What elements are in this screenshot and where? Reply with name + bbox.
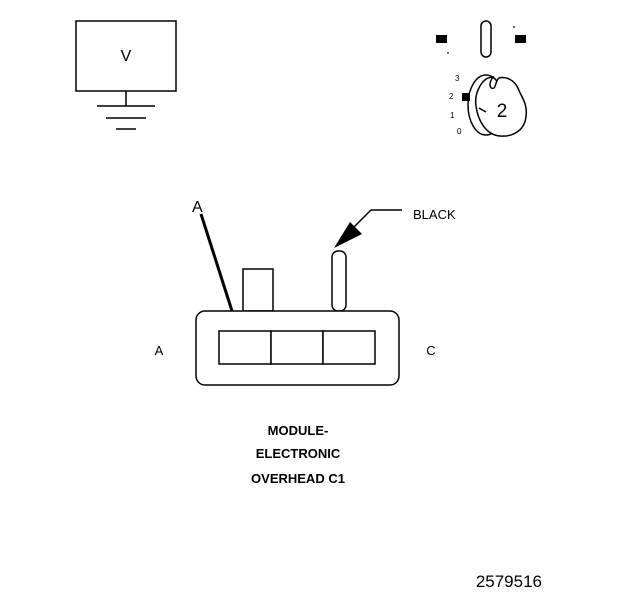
terminal-a-post [242, 268, 274, 312]
caption-line-2: ELECTRONIC [256, 446, 341, 461]
cavity-b [270, 330, 324, 365]
black-wire [331, 250, 347, 312]
switch-position-2: 2 [449, 92, 454, 101]
ignition-switch-icon: 3 2 1 0 2 [436, 20, 528, 137]
connector-caption: MODULE- ELECTRONIC OVERHEAD C1 [251, 423, 345, 486]
voltmeter-symbol: V [121, 48, 132, 65]
wire-color-label: BLACK [413, 207, 456, 222]
switch-selected-marker [462, 93, 470, 101]
ground-icon [97, 91, 155, 130]
voltmeter: V [75, 20, 177, 130]
wire-leader-arrowhead [334, 222, 362, 248]
key-label: 2 [497, 101, 508, 122]
cavity-a [218, 330, 272, 365]
caption-line-1: MODULE- [268, 423, 329, 438]
switch-position-0: 0 [457, 127, 462, 136]
switch-blade [480, 20, 492, 58]
voltmeter-box [75, 20, 177, 92]
connector-c1: A BLACK A C MODULE- ELECTRONIC OVERHEAD … [155, 199, 456, 486]
pointer-label: A [192, 199, 203, 216]
end-label-left: A [155, 343, 164, 358]
cavity-c [322, 330, 376, 365]
caption-line-3: OVERHEAD C1 [251, 471, 345, 486]
switch-left-terminal [436, 35, 447, 43]
key-head [474, 76, 528, 137]
key-cylinder-icon [467, 74, 528, 137]
switch-right-terminal [515, 35, 526, 43]
switch-position-1: 1 [450, 111, 455, 120]
figure-id: 2579516 [476, 572, 542, 591]
end-label-right: C [426, 343, 435, 358]
switch-position-3: 3 [455, 74, 460, 83]
